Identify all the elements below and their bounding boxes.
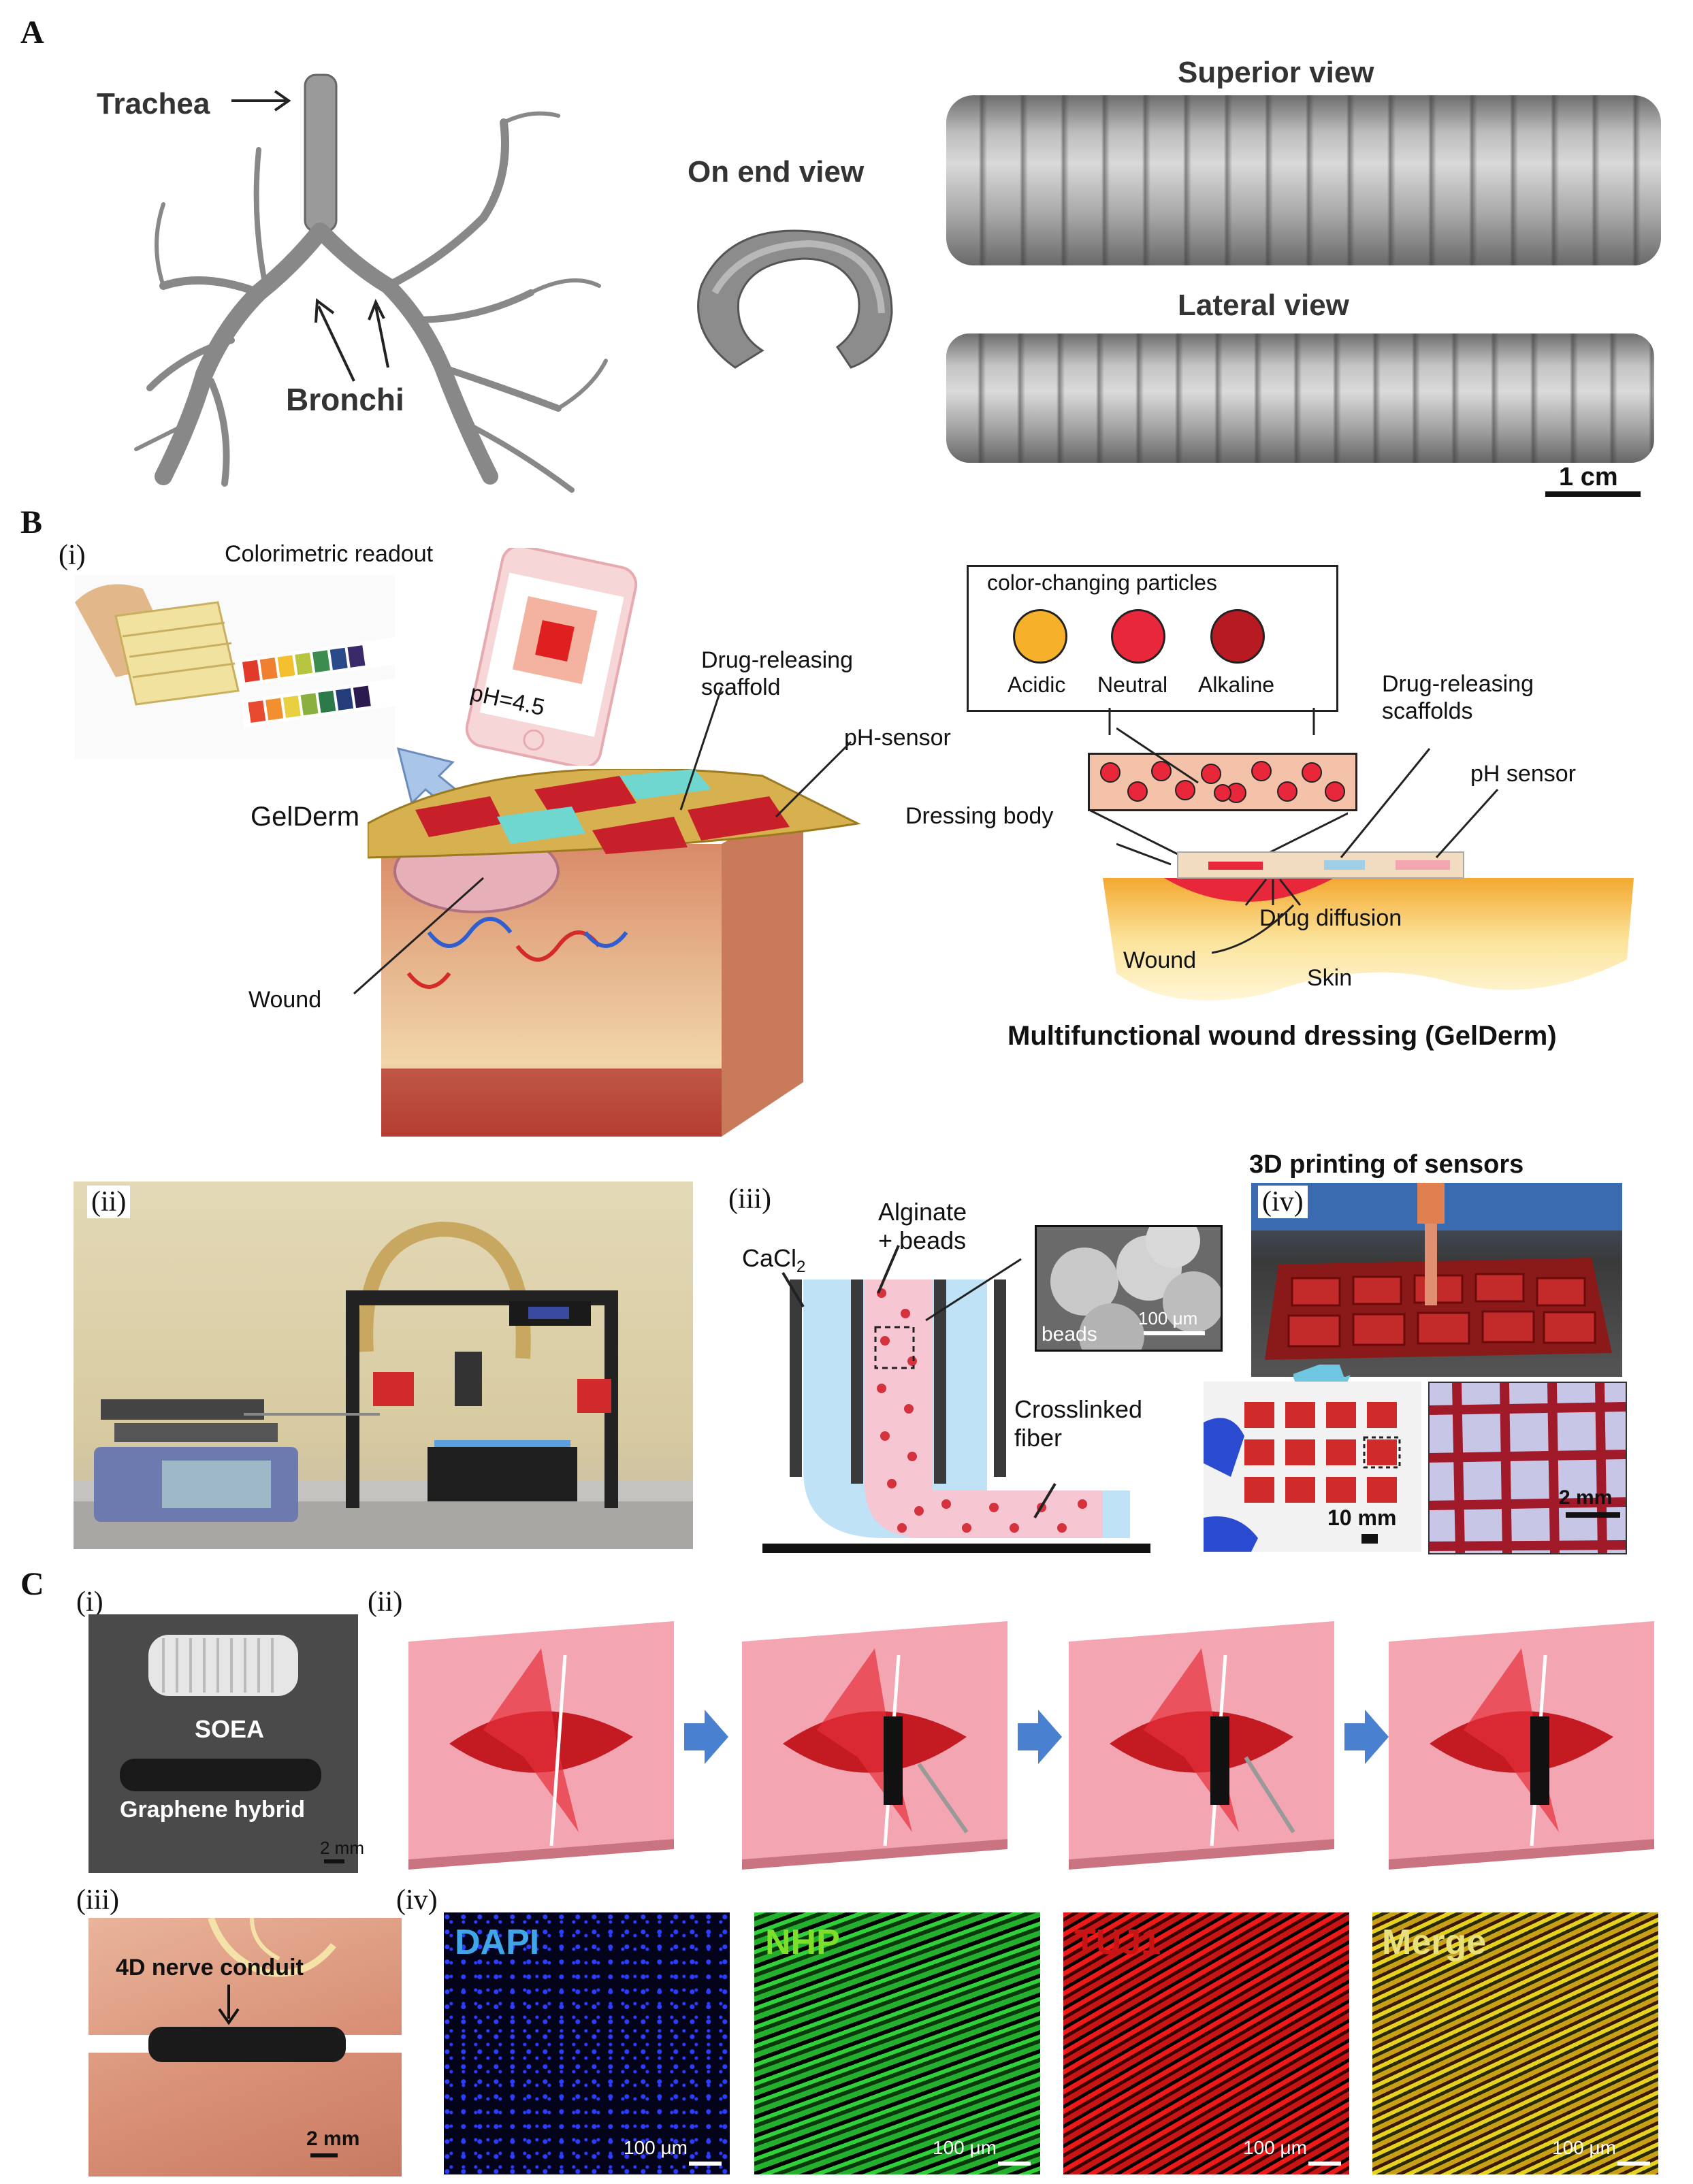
skin-cross-section bbox=[368, 769, 912, 1150]
scale-bar bbox=[310, 2153, 338, 2157]
label-neutral: Neutral bbox=[1097, 672, 1168, 697]
label-drug-releasing-scaffolds: Drug-releasing scaffolds bbox=[1382, 671, 1534, 724]
particle-acidic bbox=[1013, 609, 1067, 664]
ring-grooves bbox=[946, 95, 1661, 265]
label-graphene-hybrid: Graphene hybrid bbox=[120, 1797, 306, 1823]
scale-bar bbox=[1566, 1512, 1620, 1518]
sensor-grid-zoom bbox=[1428, 1382, 1627, 1554]
sub-label-c-iv: (iv) bbox=[396, 1885, 438, 1916]
label-drug-releasing-scaffold: Drug-releasing scaffold bbox=[701, 647, 853, 700]
pointer-lines bbox=[1116, 721, 1593, 926]
pointer-lines bbox=[1212, 898, 1307, 960]
label-lateral-view: Lateral view bbox=[1178, 289, 1349, 322]
label-on-end-view: On end view bbox=[688, 155, 865, 189]
coaxial-nozzle-schematic bbox=[762, 1266, 1150, 1559]
scale-bar-label: 1 cm bbox=[1559, 463, 1618, 491]
soea-graphene-photo bbox=[88, 1614, 358, 1873]
scale-bar bbox=[324, 1859, 344, 1863]
scale-label-2mm-a: 2 mm bbox=[320, 1838, 364, 1858]
panel-letter-b: B bbox=[20, 504, 43, 540]
label-dapi: DAPI bbox=[455, 1923, 540, 1962]
printing-photo bbox=[1251, 1183, 1622, 1377]
sub-label-b-i: (i) bbox=[59, 540, 86, 571]
sub-label-b-iv: (iv) bbox=[1258, 1186, 1308, 1218]
label-ph-sensor-left: pH-sensor bbox=[844, 725, 951, 751]
particle-alkaline bbox=[1210, 609, 1265, 664]
fluorescence-nhp bbox=[754, 1912, 1040, 2174]
scale-label-10mm: 10 mm bbox=[1327, 1505, 1397, 1530]
sem-beads-inset bbox=[1035, 1225, 1223, 1352]
label-alkaline: Alkaline bbox=[1198, 672, 1275, 697]
label-soea: SOEA bbox=[195, 1715, 265, 1743]
scale-bar bbox=[998, 2162, 1031, 2166]
nerve-conduit-photo bbox=[88, 1918, 402, 2177]
label-merge: Merge bbox=[1382, 1923, 1487, 1962]
label-crosslinked-fiber: Crosslinked fiber bbox=[1014, 1395, 1143, 1452]
scale-bar bbox=[689, 2162, 722, 2166]
label-bronchi: Bronchi bbox=[286, 382, 404, 417]
cacl2-subscript: 2 bbox=[796, 1258, 806, 1277]
scale-label-2mm: 2 mm bbox=[1559, 1486, 1613, 1509]
label-dressing-body: Dressing body bbox=[905, 803, 1054, 829]
cacl2-text: CaCl bbox=[742, 1244, 797, 1272]
sensor-array-photo bbox=[1204, 1382, 1421, 1552]
fluor-scale-nhp: 100 μm bbox=[933, 2137, 997, 2158]
sem-scale-bar bbox=[1144, 1331, 1205, 1335]
label-colorimetric-readout: Colorimetric readout bbox=[225, 541, 434, 567]
scale-bar bbox=[1617, 2162, 1650, 2166]
label-ph-sensor-right: pH sensor bbox=[1470, 761, 1576, 787]
ph-strip-photo bbox=[75, 575, 395, 759]
label-particles-title: color-changing particles bbox=[987, 570, 1217, 595]
arrow-icon bbox=[231, 87, 293, 114]
label-superior-view: Superior view bbox=[1178, 56, 1374, 89]
label-cacl2: CaCl2 bbox=[742, 1244, 805, 1277]
label-alginate-beads: Alginate + beads bbox=[878, 1198, 967, 1254]
label-gelderm: GelDerm bbox=[251, 802, 360, 832]
label-wound-left: Wound bbox=[248, 987, 322, 1013]
sem-scale-label: 100 μm bbox=[1138, 1308, 1198, 1329]
sub-label-c-iii: (iii) bbox=[76, 1885, 119, 1916]
trachea-ring-end-view bbox=[674, 211, 919, 388]
fluor-scale-tuj1: 100 μm bbox=[1243, 2137, 1307, 2158]
ring-grooves bbox=[946, 333, 1654, 463]
airway-illustration bbox=[123, 68, 613, 504]
scale-bar bbox=[1545, 491, 1641, 497]
printer-photo bbox=[74, 1181, 693, 1549]
particle-neutral bbox=[1111, 609, 1165, 664]
dressing-schematic bbox=[1089, 837, 1647, 1014]
fluorescence-tuj1 bbox=[1063, 1912, 1349, 2174]
sub-label-b-ii: (ii) bbox=[87, 1186, 131, 1218]
arrow-icon bbox=[215, 1985, 242, 2025]
sub-label-c-i: (i) bbox=[76, 1586, 103, 1618]
label-wound-right: Wound bbox=[1123, 947, 1197, 973]
pointer-lines bbox=[340, 674, 899, 1014]
label-3d-printing-sensors: 3D printing of sensors bbox=[1249, 1150, 1524, 1179]
scale-bar bbox=[1361, 1534, 1378, 1544]
smartphone bbox=[436, 548, 667, 766]
sub-label-b-iii: (iii) bbox=[728, 1184, 771, 1215]
label-nhp: NHP bbox=[765, 1923, 840, 1962]
scale-bar bbox=[1308, 2162, 1341, 2166]
label-beads: beads bbox=[1042, 1323, 1097, 1346]
fluor-scale-dapi: 100 μm bbox=[624, 2137, 688, 2158]
fluor-scale-merge: 100 μm bbox=[1552, 2137, 1616, 2158]
label-trachea: Trachea bbox=[97, 87, 210, 120]
surgery-steps bbox=[402, 1614, 1668, 1873]
sub-label-c-ii: (ii) bbox=[368, 1586, 403, 1618]
pointer-lines bbox=[776, 1205, 1253, 1545]
sensor-zoom-strip bbox=[1088, 753, 1357, 811]
scale-label-2mm-b: 2 mm bbox=[306, 2128, 360, 2150]
label-tuj1: TUJ1 bbox=[1074, 1923, 1161, 1962]
label-4d-nerve-conduit: 4D nerve conduit bbox=[116, 1955, 304, 1981]
label-acidic: Acidic bbox=[1007, 672, 1066, 697]
label-skin: Skin bbox=[1307, 965, 1353, 991]
label-drug-diffusion: Drug diffusion bbox=[1259, 905, 1402, 931]
panel-letter-c: C bbox=[20, 1566, 44, 1602]
caption-multifunctional: Multifunctional wound dressing (GelDerm) bbox=[1007, 1021, 1557, 1051]
fluorescence-merge bbox=[1372, 1912, 1658, 2174]
fluorescence-dapi bbox=[444, 1912, 730, 2174]
panel-letter-a: A bbox=[20, 14, 44, 50]
arrow-icon bbox=[313, 293, 408, 388]
